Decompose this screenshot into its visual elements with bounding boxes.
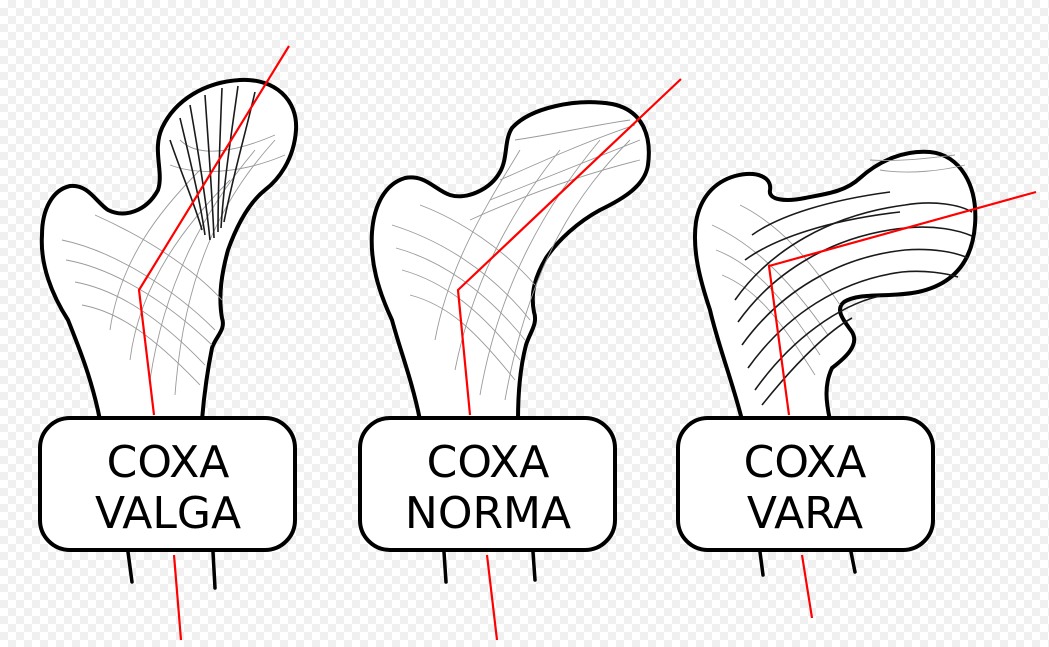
label-line2-norma: NORMA bbox=[405, 488, 571, 539]
femur-outline-vara bbox=[695, 152, 975, 420]
femur-outline-valga bbox=[42, 80, 296, 420]
label-line1-valga: COXA bbox=[107, 437, 230, 488]
label-line2-vara: VARA bbox=[747, 488, 863, 539]
shaft-left-norma bbox=[444, 552, 446, 582]
shaft-right-vara bbox=[851, 552, 855, 572]
panel-coxa-vara: COXA VARA bbox=[678, 152, 1036, 618]
label-line2-valga: VALGA bbox=[95, 488, 241, 539]
panel-coxa-valga: COXA VALGA bbox=[40, 46, 296, 640]
label-line1-vara: COXA bbox=[744, 437, 867, 488]
panel-coxa-norma: COXA NORMA bbox=[360, 79, 681, 640]
shaft-left-valga bbox=[128, 552, 132, 582]
shaft-right-norma bbox=[533, 552, 535, 580]
label-line1-norma: COXA bbox=[427, 437, 550, 488]
shaft-left-vara bbox=[760, 552, 763, 575]
shaft-right-valga bbox=[213, 552, 215, 588]
